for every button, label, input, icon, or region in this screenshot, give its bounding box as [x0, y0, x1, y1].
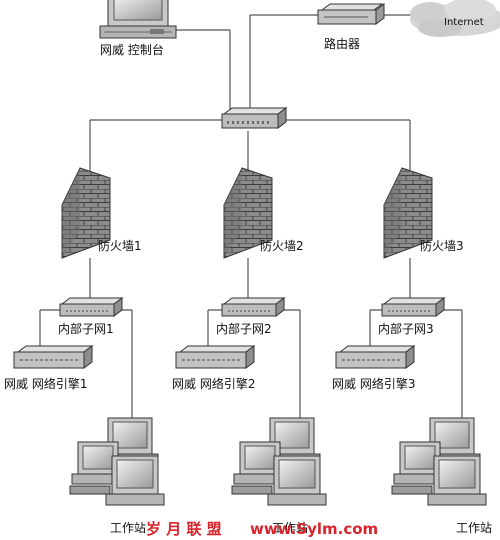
branch-3: 防火墙3 内部子网3 网威 网络引擎3 工作站 — [332, 167, 492, 535]
workstation-cluster — [231, 417, 327, 506]
firewall-wall — [383, 167, 433, 259]
internet-cloud — [410, 0, 500, 37]
firewall-wall — [223, 167, 273, 259]
central-hub — [221, 107, 288, 129]
firewall-label: 防火墙3 — [420, 238, 464, 253]
workstation-label: 工作站 — [272, 521, 308, 535]
branch-2: 防火墙2 内部子网2 网威 网络引擎2 工作站 — [172, 167, 327, 535]
network-engine — [13, 345, 94, 369]
subnet-label: 内部子网2 — [216, 321, 272, 336]
engine-label: 网威 网络引擎1 — [4, 376, 87, 391]
network-engine — [175, 345, 256, 369]
subnet-label: 内部子网3 — [378, 321, 434, 336]
watermark-cn: 岁 月 联 盟 — [146, 520, 222, 538]
subnet-label: 内部子网1 — [58, 321, 114, 336]
branch-1: 防火墙1 内部子网1 网威 网络引擎1 工作站 — [4, 167, 165, 535]
router-device — [317, 3, 385, 25]
workstation-cluster — [391, 417, 487, 506]
engine-label: 网威 网络引擎2 — [172, 376, 255, 391]
firewall-label: 防火墙2 — [260, 238, 304, 253]
console-pc — [99, 0, 177, 39]
internet-label: Internet — [444, 17, 484, 28]
router-label: 路由器 — [324, 36, 360, 51]
console-label: 网威 控制台 — [100, 42, 164, 57]
firewall-wall — [61, 167, 111, 259]
engine-label: 网威 网络引擎3 — [332, 376, 415, 391]
workstation-cluster — [69, 417, 165, 506]
subnet-hub — [221, 297, 286, 317]
subnet-hub — [59, 297, 124, 317]
watermark-url: www.Sylm.com — [250, 520, 378, 538]
workstation-label: 工作站 — [110, 521, 146, 535]
network-engine — [335, 345, 416, 369]
subnet-hub — [381, 297, 446, 317]
firewall-label: 防火墙1 — [98, 238, 142, 253]
workstation-label: 工作站 — [456, 521, 492, 535]
